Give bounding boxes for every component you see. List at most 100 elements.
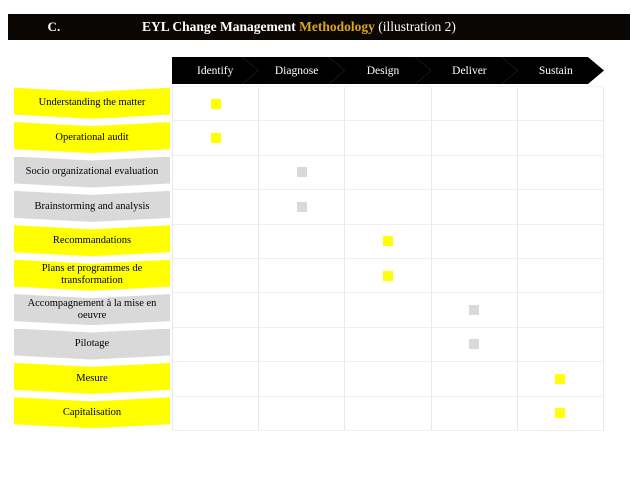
empty-cell-slot xyxy=(383,99,393,109)
phase-chevron-diagnose[interactable]: Diagnose xyxy=(242,57,344,84)
grid-cell[interactable] xyxy=(431,224,518,259)
activity-marker xyxy=(210,98,221,109)
empty-cell-slot xyxy=(383,133,393,143)
grid-cell[interactable] xyxy=(431,293,518,328)
grid-cell[interactable] xyxy=(173,155,260,191)
phase-label: Design xyxy=(366,64,400,77)
grid-cell[interactable] xyxy=(517,121,605,156)
empty-cell-slot xyxy=(555,339,565,349)
activity-banner[interactable]: Operational audit xyxy=(14,122,170,154)
grid-cell[interactable] xyxy=(431,87,518,122)
activity-marker xyxy=(555,408,566,419)
empty-cell-slot xyxy=(383,202,393,212)
grid-cell[interactable] xyxy=(173,87,260,122)
phase-chevron-deliver[interactable]: Deliver xyxy=(415,57,517,84)
empty-cell-slot xyxy=(383,305,393,315)
phase-label: Identify xyxy=(196,64,234,77)
grid-cell[interactable] xyxy=(173,327,260,363)
grid-cell[interactable] xyxy=(173,293,260,328)
empty-cell-slot xyxy=(211,305,221,315)
empty-cell-slot xyxy=(297,305,307,315)
empty-cell-slot xyxy=(211,339,221,349)
activity-banner[interactable]: Mesure xyxy=(14,362,170,394)
grid-cell[interactable] xyxy=(345,155,432,191)
activity-label: Accompagnement à la mise en oeuvre xyxy=(27,297,157,321)
grid-cell[interactable] xyxy=(517,155,605,191)
grid-cell[interactable] xyxy=(259,293,346,328)
empty-cell-slot xyxy=(211,236,221,246)
phase-chevron-design[interactable]: Design xyxy=(329,57,431,84)
activity-banner[interactable]: Brainstorming and analysis xyxy=(14,190,170,222)
empty-cell-slot xyxy=(383,408,393,418)
grid-cell[interactable] xyxy=(517,293,605,328)
grid-cell[interactable] xyxy=(259,190,346,225)
empty-cell-slot xyxy=(297,374,307,384)
empty-cell-slot xyxy=(297,133,307,143)
grid-cell[interactable] xyxy=(259,155,346,191)
grid-cell[interactable] xyxy=(431,327,518,363)
grid-cell[interactable] xyxy=(259,258,346,294)
grid-cell[interactable] xyxy=(173,224,260,259)
grid-cell[interactable] xyxy=(259,87,346,122)
activity-label: Brainstorming and analysis xyxy=(34,200,150,212)
empty-cell-slot xyxy=(383,167,393,177)
grid-cell[interactable] xyxy=(431,396,518,431)
grid-cell[interactable] xyxy=(517,258,605,294)
grid-cell[interactable] xyxy=(345,396,432,431)
grid-cell[interactable] xyxy=(517,87,605,122)
activity-label: Understanding the matter xyxy=(38,97,146,109)
activity-banner[interactable]: Accompagnement à la mise en oeuvre xyxy=(14,294,170,326)
grid-cell[interactable] xyxy=(431,155,518,191)
grid-cell[interactable] xyxy=(259,362,346,397)
grid-cell[interactable] xyxy=(259,224,346,259)
grid-cell[interactable] xyxy=(517,224,605,259)
activity-banner[interactable]: Recommandations xyxy=(14,225,170,257)
slide-title-suffix: (illustration 2) xyxy=(374,19,456,34)
grid-cell[interactable] xyxy=(173,258,260,294)
grid-cell[interactable] xyxy=(259,396,346,431)
activity-banner[interactable]: Understanding the matter xyxy=(14,87,170,119)
grid-cell[interactable] xyxy=(345,190,432,225)
grid-cell[interactable] xyxy=(345,121,432,156)
table-row xyxy=(173,155,605,191)
empty-cell-slot xyxy=(555,133,565,143)
empty-cell-slot xyxy=(555,305,565,315)
empty-cell-slot xyxy=(211,202,221,212)
empty-cell-slot xyxy=(211,167,221,177)
grid-cell[interactable] xyxy=(345,293,432,328)
grid-cell[interactable] xyxy=(259,121,346,156)
activity-label: Pilotage xyxy=(74,338,110,350)
activity-banner[interactable]: Socio organizational evaluation xyxy=(14,156,170,188)
grid-cell[interactable] xyxy=(173,190,260,225)
activity-banner[interactable]: Pilotage xyxy=(14,328,170,360)
grid-cell[interactable] xyxy=(173,121,260,156)
grid-cell[interactable] xyxy=(259,327,346,363)
grid-cell[interactable] xyxy=(517,396,605,431)
grid-cell[interactable] xyxy=(517,362,605,397)
phase-label: Diagnose xyxy=(274,64,319,77)
grid-cell[interactable] xyxy=(517,327,605,363)
activity-banner[interactable]: Plans et programmes de transformation xyxy=(14,259,170,291)
grid-cell[interactable] xyxy=(431,121,518,156)
grid-cell[interactable] xyxy=(345,362,432,397)
grid-cell[interactable] xyxy=(173,396,260,431)
grid-cell[interactable] xyxy=(345,258,432,294)
empty-cell-slot xyxy=(383,339,393,349)
grid-cell[interactable] xyxy=(345,87,432,122)
grid-cell[interactable] xyxy=(431,190,518,225)
activity-banner[interactable]: Capitalisation xyxy=(14,397,170,429)
phase-chevron-identify[interactable]: Identify xyxy=(172,57,258,84)
grid-cell[interactable] xyxy=(345,327,432,363)
slide-title-accent: Methodology xyxy=(299,19,375,34)
activity-phase-grid xyxy=(172,86,605,431)
grid-cell[interactable] xyxy=(345,224,432,259)
grid-cell[interactable] xyxy=(517,190,605,225)
grid-cell[interactable] xyxy=(431,258,518,294)
activity-marker xyxy=(210,133,221,144)
grid-cell[interactable] xyxy=(173,362,260,397)
grid-cell[interactable] xyxy=(431,362,518,397)
phase-chevron-sustain[interactable]: Sustain xyxy=(502,57,604,84)
empty-cell-slot xyxy=(555,271,565,281)
